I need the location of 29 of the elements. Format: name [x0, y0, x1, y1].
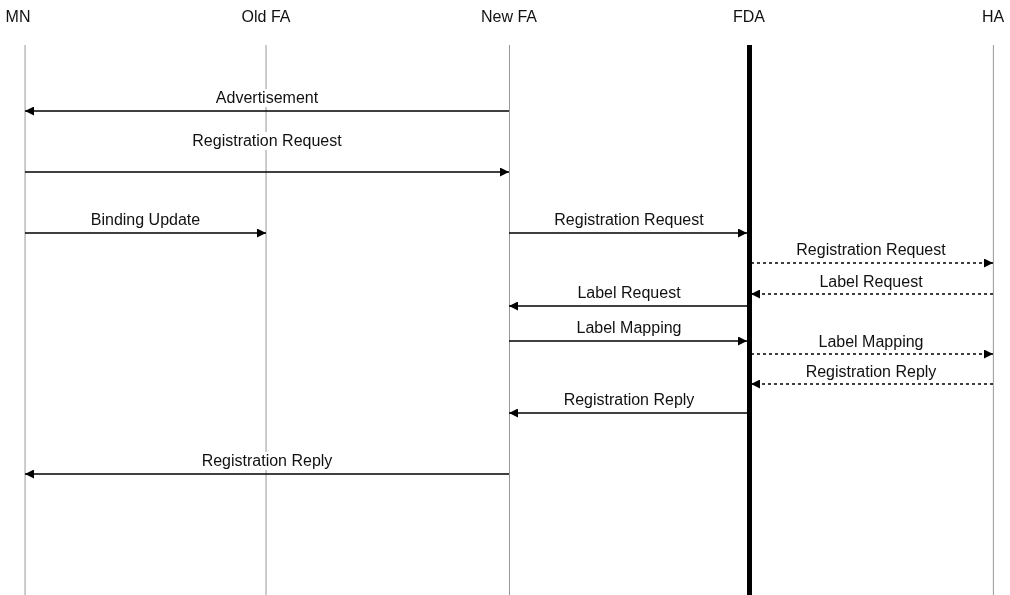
message-arrow [508, 408, 748, 418]
message-arrow [750, 289, 994, 299]
message-label: Label Request [576, 284, 682, 302]
message-label: Registration Reply [804, 363, 938, 381]
message-arrow [750, 379, 994, 389]
message-label: Registration Request [191, 132, 343, 150]
message-label: Binding Update [89, 211, 202, 229]
message-arrow [508, 228, 748, 238]
participant-label: Old FA [241, 8, 291, 26]
participant-label: New FA [481, 8, 537, 26]
message-label: Advertisement [214, 89, 320, 107]
participant-label: HA [981, 8, 1005, 26]
message-arrow [750, 349, 994, 359]
message-arrow [24, 167, 510, 177]
message-arrow [24, 469, 510, 479]
participant-label: FDA [733, 8, 765, 26]
message-label: Label Mapping [575, 319, 683, 337]
message-label: Registration Reply [200, 452, 334, 470]
message-arrow [24, 228, 267, 238]
message-label: Label Request [818, 273, 924, 291]
message-arrow [508, 301, 748, 311]
message-label: Registration Request [553, 211, 705, 229]
message-arrow [508, 336, 748, 346]
message-label: Label Mapping [817, 333, 925, 351]
message-arrow [24, 106, 510, 116]
message-label: Registration Request [795, 241, 947, 259]
message-label: Registration Reply [562, 391, 696, 409]
participant-label: MN [5, 8, 31, 26]
message-arrow [750, 258, 994, 268]
